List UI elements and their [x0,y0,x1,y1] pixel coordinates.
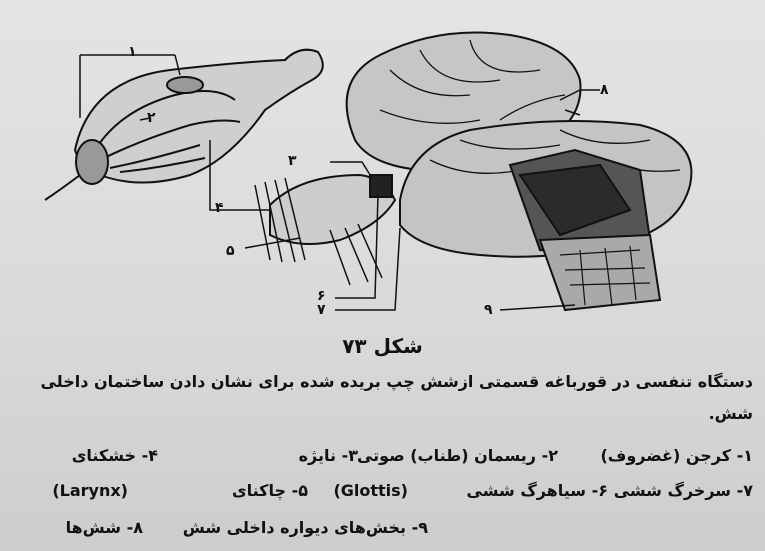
bronchi-drawing [255,175,395,285]
legend-item-1: ۱- کرجن (غضروف) [600,446,753,465]
larynx-drawing [45,50,323,200]
legend-row-2: (Larynx) ۵- چاکنای (Glottis) ۶- سیاهرگ ش… [12,481,753,509]
legend-item-8: ۸- شش‌ها [66,518,143,537]
legend-item-7: ۷- سرخرگ ششی [614,481,753,500]
legend-item-5: ۵- چاکنای [232,481,308,500]
figure-caption: شکل ۷۳ [0,334,765,358]
description-line-1: دستگاه تنفسی در قورباغه قسمتی ازشش چپ بر… [12,366,753,398]
legend-row-1: ۱- کرجن (غضروف) ۲- ریسمان (طناب) صوتی ۳-… [12,446,753,474]
callout-4: ۴ [215,200,224,216]
callout-7: ۷ [317,302,326,318]
legend-item-larynx: (Larynx) [52,481,128,500]
legend-item-4: ۴- خشکنای [72,446,158,465]
lungs-drawing [347,33,692,311]
legend-item-3: ۳- نایژه [299,446,358,465]
respiratory-system-illustration [0,0,765,335]
legend-item-glottis: (Glottis) [333,481,408,500]
callout-3: ۳ [288,153,297,169]
callout-8: ۸ [600,82,609,98]
legend-item-9: ۹- بخش‌های دیواره داخلی شش [183,518,428,537]
callout-1: ۱ [128,44,137,60]
legend-row-3: ۸- شش‌ها ۹- بخش‌های دیواره داخلی شش [12,518,753,546]
figure-description: دستگاه تنفسی در قورباغه قسمتی ازشش چپ بر… [12,366,753,430]
callout-2: ۲ [147,110,156,126]
legend-item-6: ۶- سیاهرگ ششی [467,481,608,500]
description-line-2: شش. [12,398,753,430]
callout-9: ۹ [484,302,493,318]
callout-5: ۵ [226,243,235,259]
legend-item-2: ۲- ریسمان (طناب) صوتی [357,446,558,465]
